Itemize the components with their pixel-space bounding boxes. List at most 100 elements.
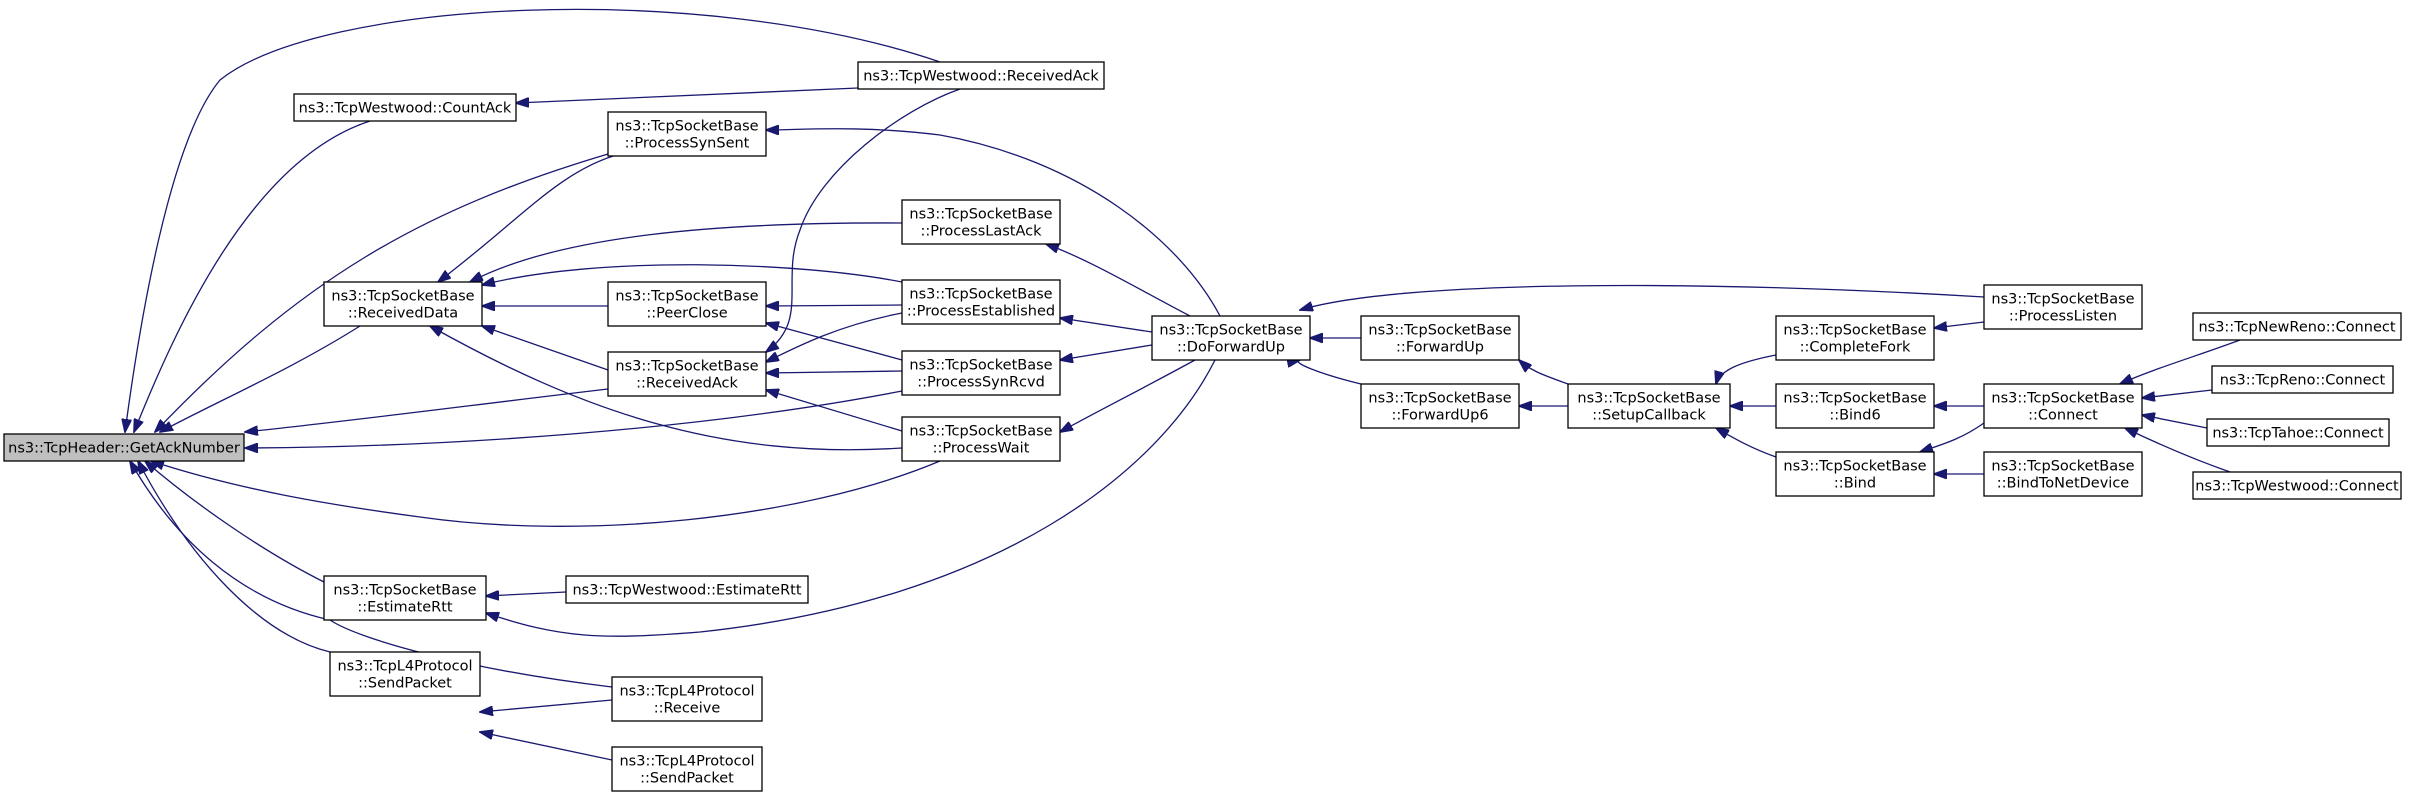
nodes-layer: ns3::TcpHeader::GetAckNumberns3::TcpWest…: [3, 61, 2402, 792]
edge-procSynRcvd-to-peerClose: [766, 323, 903, 361]
node-box: [2192, 312, 2402, 341]
node-setupCb[interactable]: ns3::TcpSocketBase::SetupCallback: [1567, 383, 1731, 429]
edge-procEstab-to-recvAck: [766, 312, 903, 362]
node-procSynRcvd[interactable]: ns3::TcpSocketBase::ProcessSynRcvd: [901, 350, 1061, 396]
edge-doFwdUp-to-estRtt: [486, 359, 1216, 637]
node-procWait[interactable]: ns3::TcpSocketBase::ProcessWait: [901, 416, 1061, 462]
node-doFwdUp[interactable]: ns3::TcpSocketBase::DoForwardUp: [1151, 315, 1311, 361]
node-label: ::Bind6: [1829, 408, 1880, 424]
edge-procWait-to-recvAck: [766, 390, 903, 432]
node-fwdUp6[interactable]: ns3::TcpSocketBase::ForwardUp6: [1360, 383, 1520, 429]
edge-procSynRcvd-to-root: [245, 390, 903, 448]
edge-procLastAck-to-recvData: [470, 222, 903, 282]
node-label: ns3::TcpWestwood::EstimateRtt: [572, 583, 801, 599]
node-label: ::ReceivedData: [348, 306, 458, 322]
node-westRecvAck[interactable]: ns3::TcpWestwood::ReceivedAck: [857, 61, 1105, 90]
node-westConn[interactable]: ns3::TcpWestwood::Connect: [2192, 471, 2402, 500]
node-label: ::ForwardUp6: [1391, 408, 1488, 424]
node-label: ::ProcessListen: [2009, 309, 2117, 325]
node-peerClose[interactable]: ns3::TcpSocketBase::PeerClose: [607, 281, 767, 327]
node-label: ns3::TcpNewReno::Connect: [2198, 320, 2395, 336]
edge-recvAck-to-recvData: [482, 326, 609, 371]
node-label: ns3::TcpL4Protocol: [619, 684, 754, 700]
node-label: ::DoForwardUp: [1177, 340, 1285, 356]
node-box: [1360, 315, 1520, 361]
node-label: ::Receive: [654, 701, 721, 717]
edge-westRecvAck-to-recvAck: [766, 88, 961, 352]
node-label: ns3::TcpWestwood::CountAck: [299, 101, 512, 117]
node-tahoeConn[interactable]: ns3::TcpTahoe::Connect: [2206, 418, 2390, 447]
node-label: ns3::TcpSocketBase: [909, 207, 1052, 223]
node-label: ns3::TcpSocketBase: [909, 424, 1052, 440]
node-root[interactable]: ns3::TcpHeader::GetAckNumber: [3, 433, 245, 462]
edge-l4SendPkt-to-root: [138, 461, 331, 653]
edge-newRenoConn-to-connect: [2120, 339, 2241, 384]
edge-complFork-to-setupCb: [1716, 354, 1777, 384]
node-l4Recv[interactable]: ns3::TcpL4Protocol::Receive: [611, 676, 763, 722]
node-box: [3, 433, 245, 462]
edge-procListen-to-doFwdUp: [1300, 284, 1985, 310]
node-fwdUp[interactable]: ns3::TcpSocketBase::ForwardUp: [1360, 315, 1520, 361]
node-label: ::ProcessSynRcvd: [917, 375, 1045, 391]
node-box: [293, 93, 517, 122]
node-bind[interactable]: ns3::TcpSocketBase::Bind: [1775, 451, 1935, 497]
node-procLastAck[interactable]: ns3::TcpSocketBase::ProcessLastAck: [901, 199, 1061, 245]
node-label: ns3::TcpWestwood::Connect: [2195, 479, 2399, 495]
node-label: ns3::TcpSocketBase: [1991, 459, 2134, 475]
node-box: [1567, 383, 1731, 429]
node-label: ns3::TcpSocketBase: [1783, 391, 1926, 407]
node-label: ::PeerClose: [646, 306, 727, 322]
node-box: [607, 281, 767, 327]
edge-doFwdUp-to-procSynRcvd: [1060, 344, 1153, 360]
node-label: ns3::TcpSocketBase: [615, 359, 758, 375]
edge-l4Recv-to-l4SendPkt: [480, 699, 613, 712]
node-westEstRtt[interactable]: ns3::TcpWestwood::EstimateRtt: [565, 575, 809, 604]
edge-procEstab-to-peerClose: [766, 305, 903, 306]
node-label: ns3::TcpSocketBase: [1159, 323, 1302, 339]
node-complFork[interactable]: ns3::TcpSocketBase::CompleteFork: [1775, 315, 1935, 361]
node-procListen[interactable]: ns3::TcpSocketBase::ProcessListen: [1983, 284, 2143, 330]
node-recvAck[interactable]: ns3::TcpSocketBase::ReceivedAck: [607, 351, 767, 397]
node-renoConn[interactable]: ns3::TcpReno::Connect: [2211, 365, 2394, 394]
node-box: [1775, 315, 1935, 361]
node-label: ::CompleteFork: [1800, 340, 1911, 356]
node-box: [1775, 451, 1935, 497]
node-l4SendPkt2[interactable]: ns3::TcpL4Protocol::SendPacket: [611, 746, 763, 792]
node-countAck[interactable]: ns3::TcpWestwood::CountAck: [293, 93, 517, 122]
node-label: ::Connect: [2028, 408, 2098, 424]
node-box: [607, 351, 767, 397]
edge-procListen-to-complFork: [1934, 321, 1985, 328]
node-bind6[interactable]: ns3::TcpSocketBase::Bind6: [1775, 383, 1935, 429]
node-procSynSent[interactable]: ns3::TcpSocketBase::ProcessSynSent: [607, 111, 767, 157]
edge-procWait-to-root: [151, 461, 941, 527]
edge-doFwdUp-to-procSynSent: [766, 129, 1221, 317]
node-procEstab[interactable]: ns3::TcpSocketBase::ProcessEstablished: [901, 279, 1061, 325]
node-connect[interactable]: ns3::TcpSocketBase::Connect: [1983, 383, 2143, 429]
node-bindNet[interactable]: ns3::TcpSocketBase::BindToNetDevice: [1983, 451, 2143, 497]
edge-procSynRcvd-to-recvAck: [766, 371, 903, 373]
node-box: [323, 575, 487, 621]
edge-countAck-to-root: [134, 120, 371, 432]
node-box: [901, 279, 1061, 325]
node-box: [2206, 418, 2390, 447]
edge-connect-to-bind: [1920, 422, 1985, 452]
node-box: [901, 350, 1061, 396]
node-label: ns3::TcpHeader::GetAckNumber: [8, 441, 240, 457]
node-label: ns3::TcpWestwood::ReceivedAck: [863, 69, 1099, 85]
edge-procEstab-to-recvData: [482, 264, 903, 285]
node-label: ::ProcessSynSent: [625, 136, 750, 152]
node-label: ns3::TcpSocketBase: [1368, 391, 1511, 407]
node-box: [329, 651, 481, 697]
edge-westRecvAck-to-root: [125, 8, 941, 432]
node-box: [901, 199, 1061, 245]
node-recvData[interactable]: ns3::TcpSocketBase::ReceivedData: [323, 281, 483, 327]
node-label: ns3::TcpSocketBase: [1368, 323, 1511, 339]
node-l4SendPkt[interactable]: ns3::TcpL4Protocol::SendPacket: [329, 651, 481, 697]
node-newRenoConn[interactable]: ns3::TcpNewReno::Connect: [2192, 312, 2402, 341]
node-box: [857, 61, 1105, 90]
node-estRtt[interactable]: ns3::TcpSocketBase::EstimateRtt: [323, 575, 487, 621]
node-label: ns3::TcpSocketBase: [1783, 459, 1926, 475]
node-label: ns3::TcpSocketBase: [1991, 292, 2134, 308]
node-label: ::SendPacket: [640, 771, 734, 787]
